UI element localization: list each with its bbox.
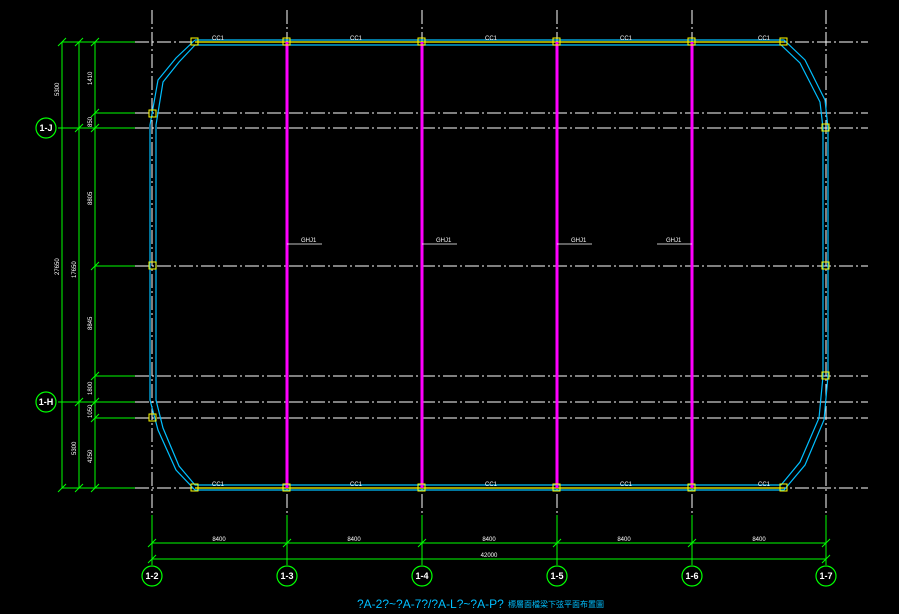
left-axis-bubbles [35,117,57,413]
axis-bubble-1-4 [411,565,433,587]
axis-label-1-5: 1-5 [550,571,563,581]
dim-left-inner-3: 8805 [88,191,94,205]
cc-label: CC1 [485,36,498,42]
cc-label: CC1 [758,482,771,488]
dim-bottom-total: 42000 [481,553,498,559]
axis-bubble-1-7 [815,565,837,587]
axis-label-1-2: 1-2 [145,571,158,581]
main-girders [285,42,694,488]
cc-label: CC1 [758,36,771,42]
axis-bubble-1-3 [276,565,298,587]
axis-label-1-3: 1-3 [280,571,293,581]
grid-lines [135,10,868,530]
bottom-axis-labels: 1-2 1-3 1-4 1-5 1-6 1-7 [145,571,832,581]
dim-left-inner-1: 1410 [88,71,94,85]
drawing-title: ?A-2?~?A-7?/?A-L?~?A-P? [357,597,504,611]
axis-bubble-1-J [35,117,57,139]
axis-bubble-1-6 [681,565,703,587]
cc-labels-bottom: CC1 CC1 CC1 CC1 CC1 [212,482,771,488]
dim-left-outer-2: 27650 [55,258,61,275]
cc-label: CC1 [620,36,633,42]
ghj-label: GHJ1 [301,238,317,244]
dim-left-mid-1: 17650 [72,261,78,278]
left-axis-labels: 1-J 1-H [39,123,54,407]
bottom-dimension-text: 8400 8400 8400 8400 8400 42000 [212,537,766,559]
dim-left-outer-1: 5300 [55,82,61,96]
axis-bubble-1-5 [546,565,568,587]
dim-left-inner-6: 1050 [88,404,94,418]
dim-left-mid-2: 5300 [72,441,78,455]
bottom-axis-bubbles [141,565,837,587]
support-nodes [148,37,830,492]
axis-bubble-1-2 [141,565,163,587]
ghj-label: GHJ1 [436,238,452,244]
cc-label: CC1 [620,482,633,488]
bottom-dimension-lines [147,515,831,565]
axis-label-1-6: 1-6 [685,571,698,581]
cc-labels-top: CC1 CC1 CC1 CC1 CC1 [212,36,771,42]
edge-beams [195,41,784,489]
axis-label-1-7: 1-7 [819,571,832,581]
roof-outline [149,39,829,491]
dim-left-inner-5: 1800 [88,381,94,395]
axis-bubble-1-H [35,391,57,413]
cc-label: CC1 [212,482,225,488]
ghj-label: GHJ1 [571,238,587,244]
dim-bottom-span: 8400 [752,537,766,543]
dim-left-inner-2: 850 [88,116,94,127]
ghj-label: GHJ1 [666,238,682,244]
dim-bottom-span: 8400 [617,537,631,543]
cc-label: CC1 [350,36,363,42]
dim-bottom-span: 8400 [347,537,361,543]
axis-label-1-4: 1-4 [415,571,428,581]
drawing-title-suffix: 標層面檔梁下弦平面布置圖 [508,599,604,609]
ghj-label-text: GHJ1 GHJ1 GHJ1 GHJ1 [301,238,682,244]
axis-label-1-H: 1-H [39,397,54,407]
dim-left-inner-4: 8845 [88,316,94,330]
left-dimension-lines [57,37,135,493]
dim-bottom-span: 8400 [212,537,226,543]
cc-label: CC1 [485,482,498,488]
left-dimension-text: 5300 27650 17650 5300 1410 850 8805 8845… [55,71,94,463]
axis-label-1-J: 1-J [39,123,52,133]
dim-bottom-span: 8400 [482,537,496,543]
dim-left-inner-7: 4250 [88,449,94,463]
cc-label: CC1 [350,482,363,488]
cc-label: CC1 [212,36,225,42]
